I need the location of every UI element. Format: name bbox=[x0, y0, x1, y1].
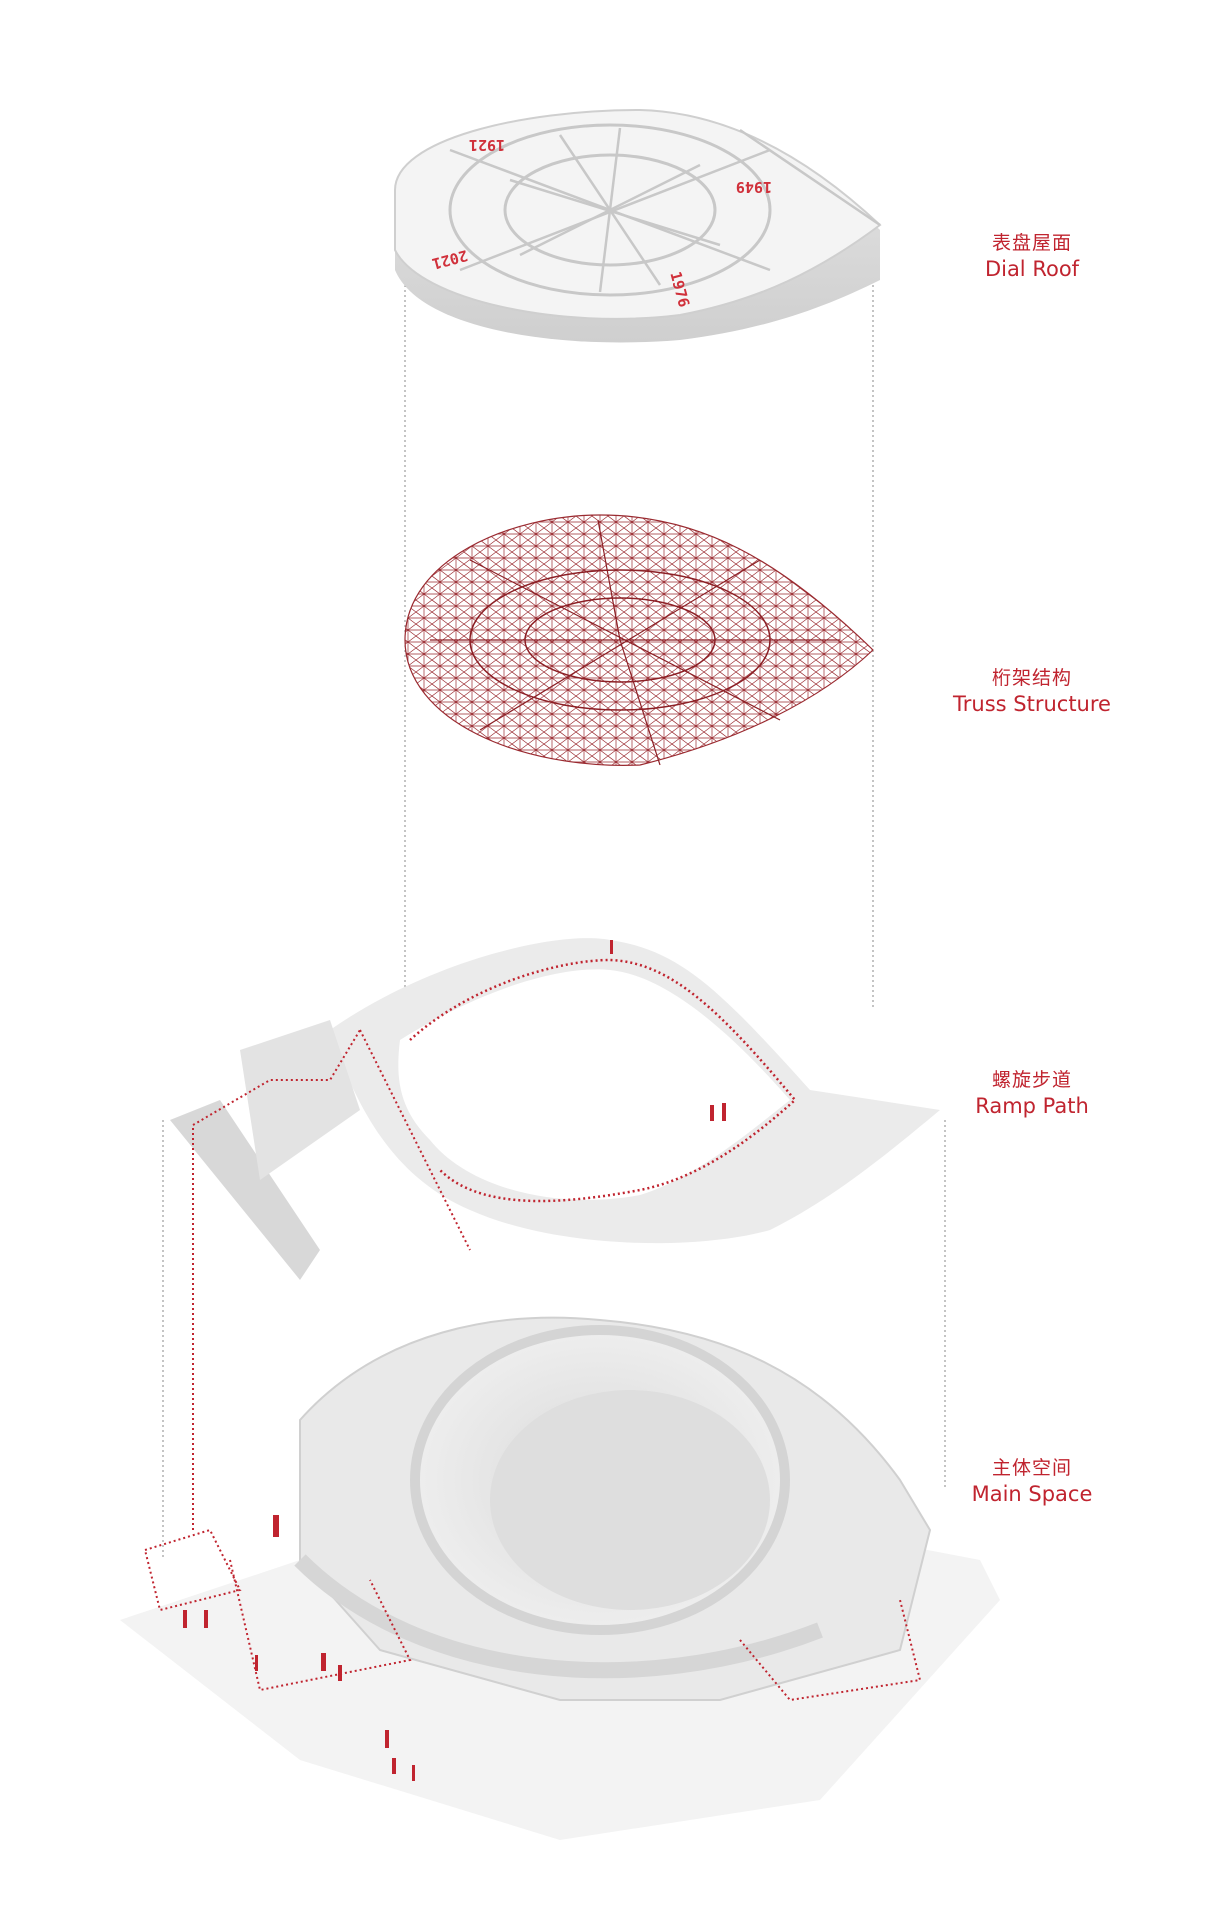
svg-text:1949: 1949 bbox=[736, 178, 772, 196]
label-main-space: 主体空间 Main Space bbox=[922, 1455, 1142, 1507]
label-ramp-path: 螺旋步道 Ramp Path bbox=[922, 1067, 1142, 1119]
label-truss-structure: 桁架结构 Truss Structure bbox=[922, 665, 1142, 717]
label-zh: 主体空间 bbox=[991, 1457, 1072, 1479]
people-figures bbox=[183, 940, 726, 1781]
label-zh: 桁架结构 bbox=[991, 667, 1072, 689]
label-en: Main Space bbox=[971, 1482, 1093, 1506]
svg-text:1921: 1921 bbox=[469, 136, 505, 154]
label-en: Dial Roof bbox=[984, 257, 1080, 281]
ramp-path-model bbox=[170, 938, 940, 1530]
truss-structure-model bbox=[404, 514, 874, 766]
label-zh: 表盘屋面 bbox=[991, 232, 1072, 254]
label-dial-roof: 表盘屋面 Dial Roof bbox=[922, 230, 1142, 282]
label-zh: 螺旋步道 bbox=[991, 1069, 1072, 1091]
label-en: Ramp Path bbox=[975, 1094, 1089, 1118]
main-space-model bbox=[120, 940, 1000, 1840]
label-en: Truss Structure bbox=[953, 692, 1111, 716]
dial-roof-model: 1921 1949 1976 2021 bbox=[394, 108, 882, 343]
